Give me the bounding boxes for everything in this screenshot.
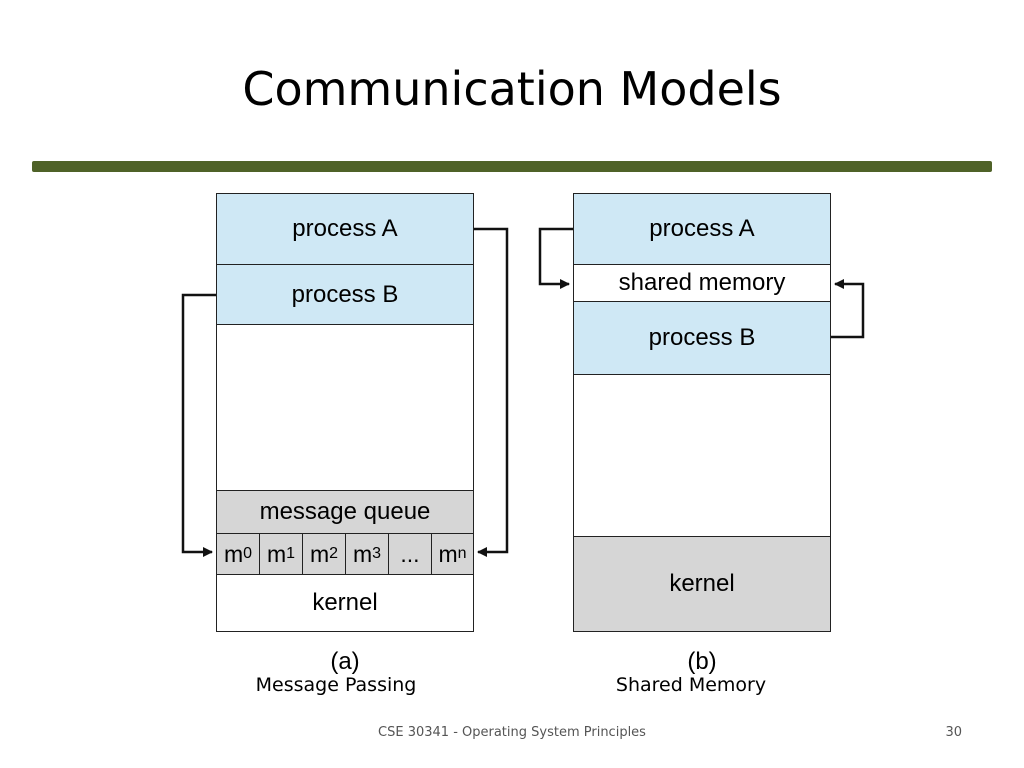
slot-subscript: n [457, 545, 467, 562]
kernel-box-b: kernel [573, 536, 831, 632]
page-number: 30 [945, 725, 962, 740]
diagram-a-caption: Message Passing [255, 674, 417, 696]
diagram-b-tag: (b) [687, 648, 717, 675]
slot-label: m [266, 540, 287, 567]
slot-subscript: 1 [286, 545, 296, 562]
queue-slot-ellipsis: ... [388, 533, 432, 575]
slot-subscript: 2 [329, 545, 339, 562]
process-b-box: process B [216, 264, 474, 325]
arrow-process-a-to-shared [538, 227, 573, 289]
slot-label: m [309, 540, 330, 567]
diagram-a-tag: (a) [330, 648, 360, 675]
slot-label: m [438, 540, 458, 567]
title-divider [32, 161, 992, 172]
slot-subscript: 3 [372, 545, 382, 562]
slot-label: ... [400, 540, 420, 567]
slide-title: Communication Models [242, 62, 782, 116]
diagram-b-caption: Shared Memory [615, 674, 767, 696]
slot-subscript: 0 [243, 545, 253, 562]
slot-label: m [352, 540, 373, 567]
kernel-box-a: kernel [216, 574, 474, 632]
process-a-box: process A [216, 193, 474, 265]
arrow-process-b-to-shared [831, 279, 865, 339]
arrow-process-b-to-queue [181, 293, 216, 557]
slot-label: m [223, 540, 244, 567]
arrow-process-a-to-queue [474, 227, 509, 557]
process-b-box: process B [573, 301, 831, 375]
footer-course: CSE 30341 - Operating System Principles [378, 725, 646, 740]
